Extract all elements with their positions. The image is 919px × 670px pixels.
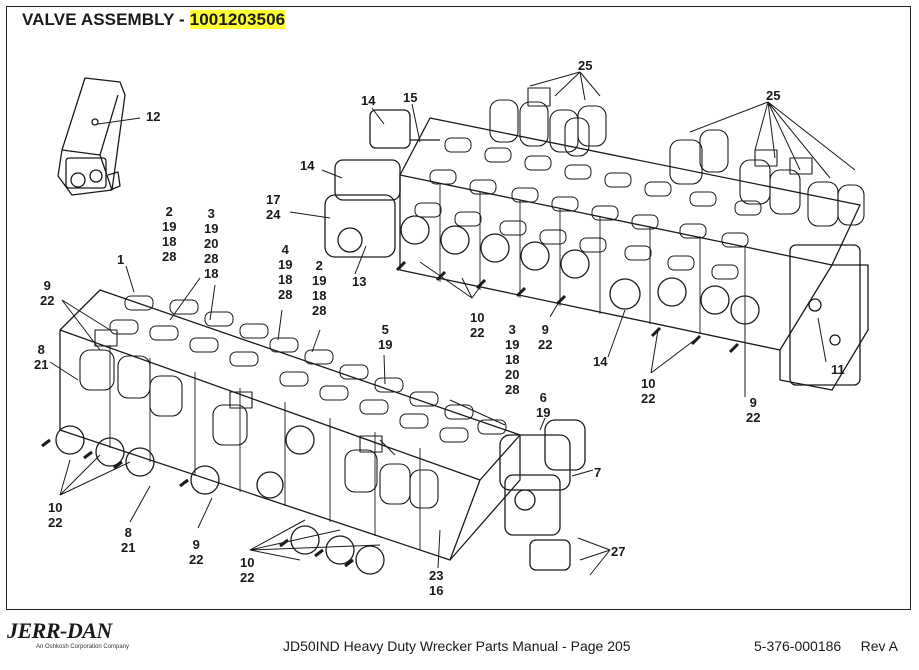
valve-assembly-drawing xyxy=(41,71,869,576)
lower-solenoids xyxy=(79,329,439,509)
leader-lines xyxy=(49,71,856,576)
callout-25: 25 xyxy=(766,88,781,103)
callout-14: 14 xyxy=(361,93,376,108)
upper-solenoids xyxy=(489,87,865,227)
lower-valve-bank xyxy=(41,289,586,575)
callout-14: 14 xyxy=(300,158,315,173)
callout-11: 11 xyxy=(831,362,845,377)
manual-title: JD50IND Heavy Duty Wrecker Parts Manual … xyxy=(283,638,631,654)
document-number: 5-376-000186 Rev A xyxy=(754,638,898,654)
drawing-frame xyxy=(6,6,911,610)
logo-tagline: An Oshkosh Corporation Company xyxy=(36,644,130,650)
jerr-dan-logo: JERR-DAN xyxy=(7,618,112,643)
callout-15: 15 xyxy=(403,90,418,105)
callout-1: 1 xyxy=(117,252,125,267)
upper-valve-bank xyxy=(324,109,869,391)
callout-12: 12 xyxy=(146,109,161,124)
page-title: VALVE ASSEMBLY - 1001203506 xyxy=(22,10,286,30)
callout-25: 25 xyxy=(578,58,593,73)
callout-13: 13 xyxy=(352,274,367,289)
callout-14: 14 xyxy=(593,354,608,369)
title-prefix: VALVE ASSEMBLY - xyxy=(22,10,190,29)
callout-27: 27 xyxy=(611,544,626,559)
callout-7: 7 xyxy=(594,465,602,480)
part-number: 1001203506 xyxy=(189,10,286,29)
detail-bracket xyxy=(57,77,126,196)
page-footer: JERR-DAN An Oshkosh Corporation Company … xyxy=(0,612,919,670)
